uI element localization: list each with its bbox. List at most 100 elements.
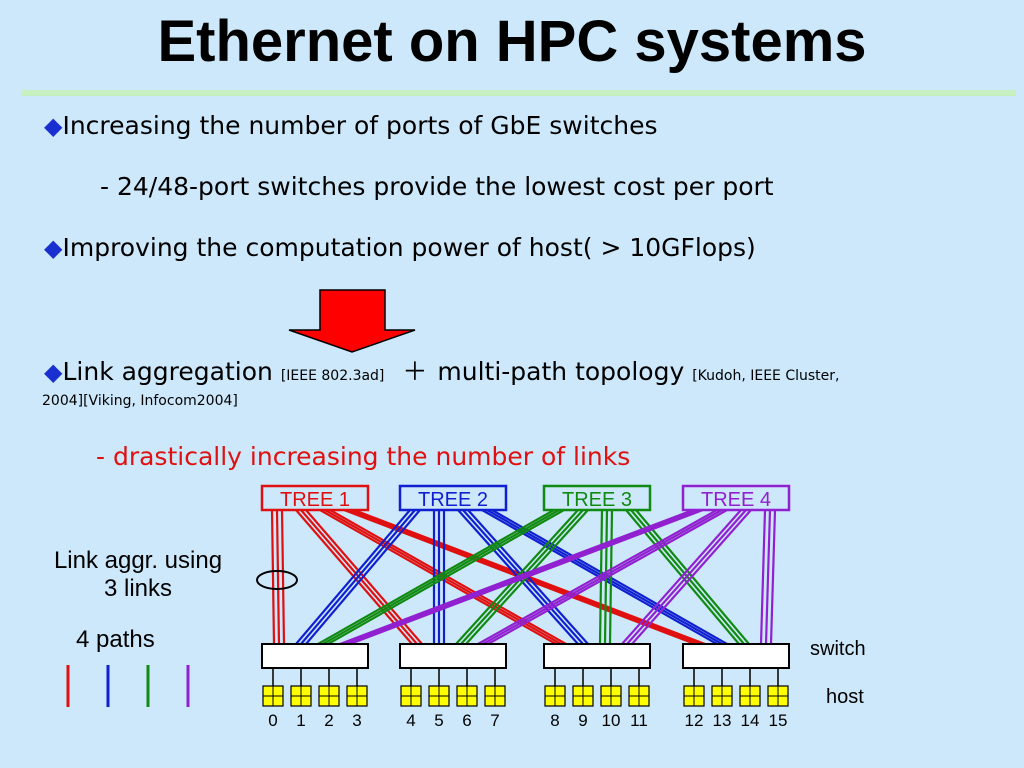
host-number: 7 <box>490 711 499 730</box>
link-aggr-label-line2: 3 links <box>103 575 173 602</box>
link-line <box>344 508 699 646</box>
host-node: 8 <box>544 685 566 730</box>
link-aggr-label: Link aggr. using 3 links <box>38 547 238 603</box>
host-node: 1 <box>290 685 312 730</box>
tree-switch-3: TREE 3 <box>542 484 652 512</box>
slide-title: Ethernet on HPC systems <box>157 9 867 74</box>
tree-switch-box <box>681 484 791 512</box>
link-line <box>305 509 421 645</box>
paths-label: 4 paths <box>76 626 155 653</box>
link-line <box>477 509 718 645</box>
bullet-diamond-icon: ◆ <box>44 112 63 140</box>
host-node: 13 <box>711 685 733 730</box>
host-node: 10 <box>600 685 622 730</box>
bullet-1-text: Increasing the number of ports of GbE sw… <box>62 111 658 140</box>
link-aggregation-ellipse <box>256 570 298 590</box>
link-line <box>275 509 281 645</box>
bullet-diamond-icon: ◆ <box>44 358 63 386</box>
link-line <box>621 509 742 645</box>
host-node: 15 <box>767 685 789 730</box>
bullet-3-text-a: Link aggregation <box>62 357 281 386</box>
host-number: 11 <box>630 711 648 730</box>
tree-switch-box <box>542 484 652 512</box>
tree-switch-1: TREE 1 <box>260 484 370 512</box>
link-line <box>759 509 767 645</box>
bullet-diamond-icon: ◆ <box>44 234 63 262</box>
host-label: host <box>826 686 864 708</box>
link-line <box>295 509 411 645</box>
edge-switch <box>543 643 651 669</box>
host-node: 2 <box>318 685 340 730</box>
host-number: 12 <box>685 711 704 730</box>
edge-switch <box>261 643 369 669</box>
host-node: 14 <box>739 685 761 730</box>
host-node: 6 <box>456 685 478 730</box>
bullet-3-ref-2b: 2004][Viking, Infocom2004] <box>42 393 238 409</box>
bullet-3-sub: - drastically increasing the number of l… <box>96 442 631 471</box>
edge-switches <box>261 643 790 686</box>
plus-sign: ＋ <box>402 357 428 386</box>
link-line <box>339 508 694 646</box>
link-line <box>300 509 416 645</box>
switch-label: switch <box>810 638 866 660</box>
host-node: 5 <box>428 685 450 730</box>
link-line <box>322 509 560 645</box>
edge-switch <box>399 643 507 669</box>
tree-switch-4: TREE 4 <box>681 484 791 512</box>
host-node: 11 <box>628 685 650 730</box>
bullet-3-text-b: multi-path topology <box>437 357 693 386</box>
link-lines <box>270 508 777 646</box>
host-node: 4 <box>400 685 422 730</box>
tree-label: TREE 4 <box>701 489 771 511</box>
title-underline <box>22 90 1016 96</box>
host-number: 15 <box>769 711 788 730</box>
bullet-3-ref-1: [IEEE 802.3ad] <box>280 368 385 384</box>
link-line <box>327 509 565 645</box>
link-aggr-label-line1: Link aggr. using <box>53 547 223 574</box>
bullet-1-sub: - 24/48-port switches provide the lowest… <box>100 172 774 201</box>
host-number: 1 <box>296 711 305 730</box>
link-line <box>280 509 286 645</box>
host-number: 0 <box>268 711 277 730</box>
link-line <box>764 509 772 645</box>
host-number: 8 <box>550 711 559 730</box>
bullet-3-ref-2a: [Kudoh, IEEE Cluster, <box>692 368 840 384</box>
tree-label: TREE 1 <box>280 489 350 511</box>
host-number: 5 <box>434 711 443 730</box>
host-number: 14 <box>741 711 760 730</box>
host-number: 3 <box>352 711 361 730</box>
tree-switch-box <box>398 484 508 512</box>
host-node: 0 <box>262 685 284 730</box>
host-number: 2 <box>324 711 333 730</box>
host-number: 10 <box>602 711 621 730</box>
link-line <box>317 509 555 645</box>
link-line <box>608 509 614 645</box>
bullet-1: ◆Increasing the number of ports of GbE s… <box>44 110 658 142</box>
link-line <box>626 509 747 645</box>
down-arrow-icon <box>288 289 416 353</box>
host-number: 13 <box>713 711 732 730</box>
link-line <box>270 509 276 645</box>
link-line <box>769 509 777 645</box>
host-node: 9 <box>572 685 594 730</box>
host-node: 3 <box>346 685 368 730</box>
link-line <box>482 509 723 645</box>
tree-label: TREE 2 <box>418 489 488 511</box>
bullet-2-text: Improving the computation power of host(… <box>62 233 756 262</box>
link-line <box>631 509 752 645</box>
host-node: 12 <box>683 685 705 730</box>
edge-switch <box>682 643 790 669</box>
host-number: 6 <box>462 711 471 730</box>
tree-switch-2: TREE 2 <box>398 484 508 512</box>
host-number: 4 <box>406 711 415 730</box>
link-line <box>349 508 704 646</box>
link-line <box>487 509 728 645</box>
tree-label: TREE 3 <box>562 489 632 511</box>
tree-switches: TREE 1 TREE 2 TREE 3 TREE 4 <box>260 484 791 512</box>
host-number: 9 <box>578 711 587 730</box>
bullet-3: ◆Link aggregation [IEEE 802.3ad] ＋ multi-… <box>44 356 840 392</box>
paths-legend <box>66 665 190 707</box>
bullet-2: ◆Improving the computation power of host… <box>44 232 756 264</box>
